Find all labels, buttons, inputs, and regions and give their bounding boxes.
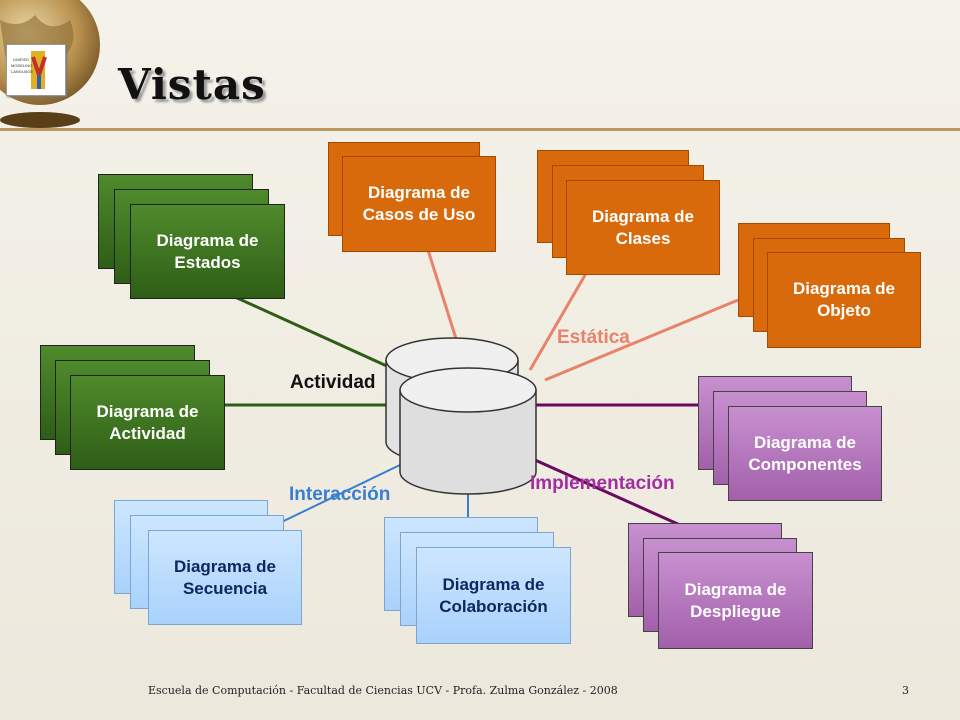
svg-text:UNIFIED: UNIFIED	[13, 57, 29, 62]
diagram-componentes-line1: Diagrama de	[753, 432, 857, 452]
line-secuencia	[264, 464, 401, 531]
diagram-clases-line1: Diagrama de	[591, 206, 695, 226]
page-number: 3	[902, 684, 909, 697]
line-casos-uso	[426, 249, 460, 346]
diagram-colaboracion-line2: Colaboración	[439, 596, 548, 616]
diagram-clases-line2: Clases	[615, 228, 671, 248]
diagram-secuencia-line1: Diagrama de	[173, 556, 277, 576]
diagram-objeto-line2: Objeto	[817, 301, 871, 320]
diagram-colaboracion-line1: Diagrama de	[442, 574, 545, 594]
diagram-componentes-line2: Componentes	[748, 454, 862, 474]
diagram-actividad-line1: Diagrama de	[96, 401, 199, 421]
diagram-despliegue-line1: Diagrama de	[684, 579, 787, 599]
svg-text:LANGUAGE: LANGUAGE	[11, 69, 34, 74]
diagram-casos-uso[interactable]: Diagrama de Casos de Uso	[342, 156, 496, 252]
title-divider	[0, 128, 960, 131]
diagram-casos-uso-line2: Casos de Uso	[362, 205, 476, 224]
diagram-secuencia-line2: Secuencia	[182, 578, 268, 598]
diagram-actividad-line2: Actividad	[109, 423, 186, 443]
diagram-objeto[interactable]: Diagrama de Objeto	[767, 252, 921, 348]
diagram-despliegue-line2: Despliegue	[690, 601, 781, 621]
page-title: Vistas	[118, 60, 266, 109]
footer-text: Escuela de Computación - Facultad de Cie…	[148, 684, 618, 697]
line-estados	[234, 295, 401, 374]
line-clases	[528, 269, 590, 371]
group-label-implementacion: Implementación	[530, 473, 675, 494]
group-label-actividad: Actividad	[290, 372, 376, 393]
line-despliegue	[534, 458, 681, 527]
line-objeto	[544, 298, 739, 382]
svg-text:MODELING: MODELING	[11, 63, 32, 68]
group-label-interaccion: Interacción	[289, 484, 391, 505]
diagram-estados-line1: Diagrama de	[156, 230, 259, 250]
database-icon-front	[399, 367, 537, 495]
diagram-casos-uso-line1: Diagrama de	[367, 183, 471, 202]
uml-logo: UNIFIED MODELING LANGUAGE	[6, 44, 66, 96]
diagram-objeto-line1: Diagrama de	[792, 279, 896, 298]
diagram-estados-line2: Estados	[174, 252, 241, 272]
group-label-estatica: Estática	[557, 327, 630, 348]
